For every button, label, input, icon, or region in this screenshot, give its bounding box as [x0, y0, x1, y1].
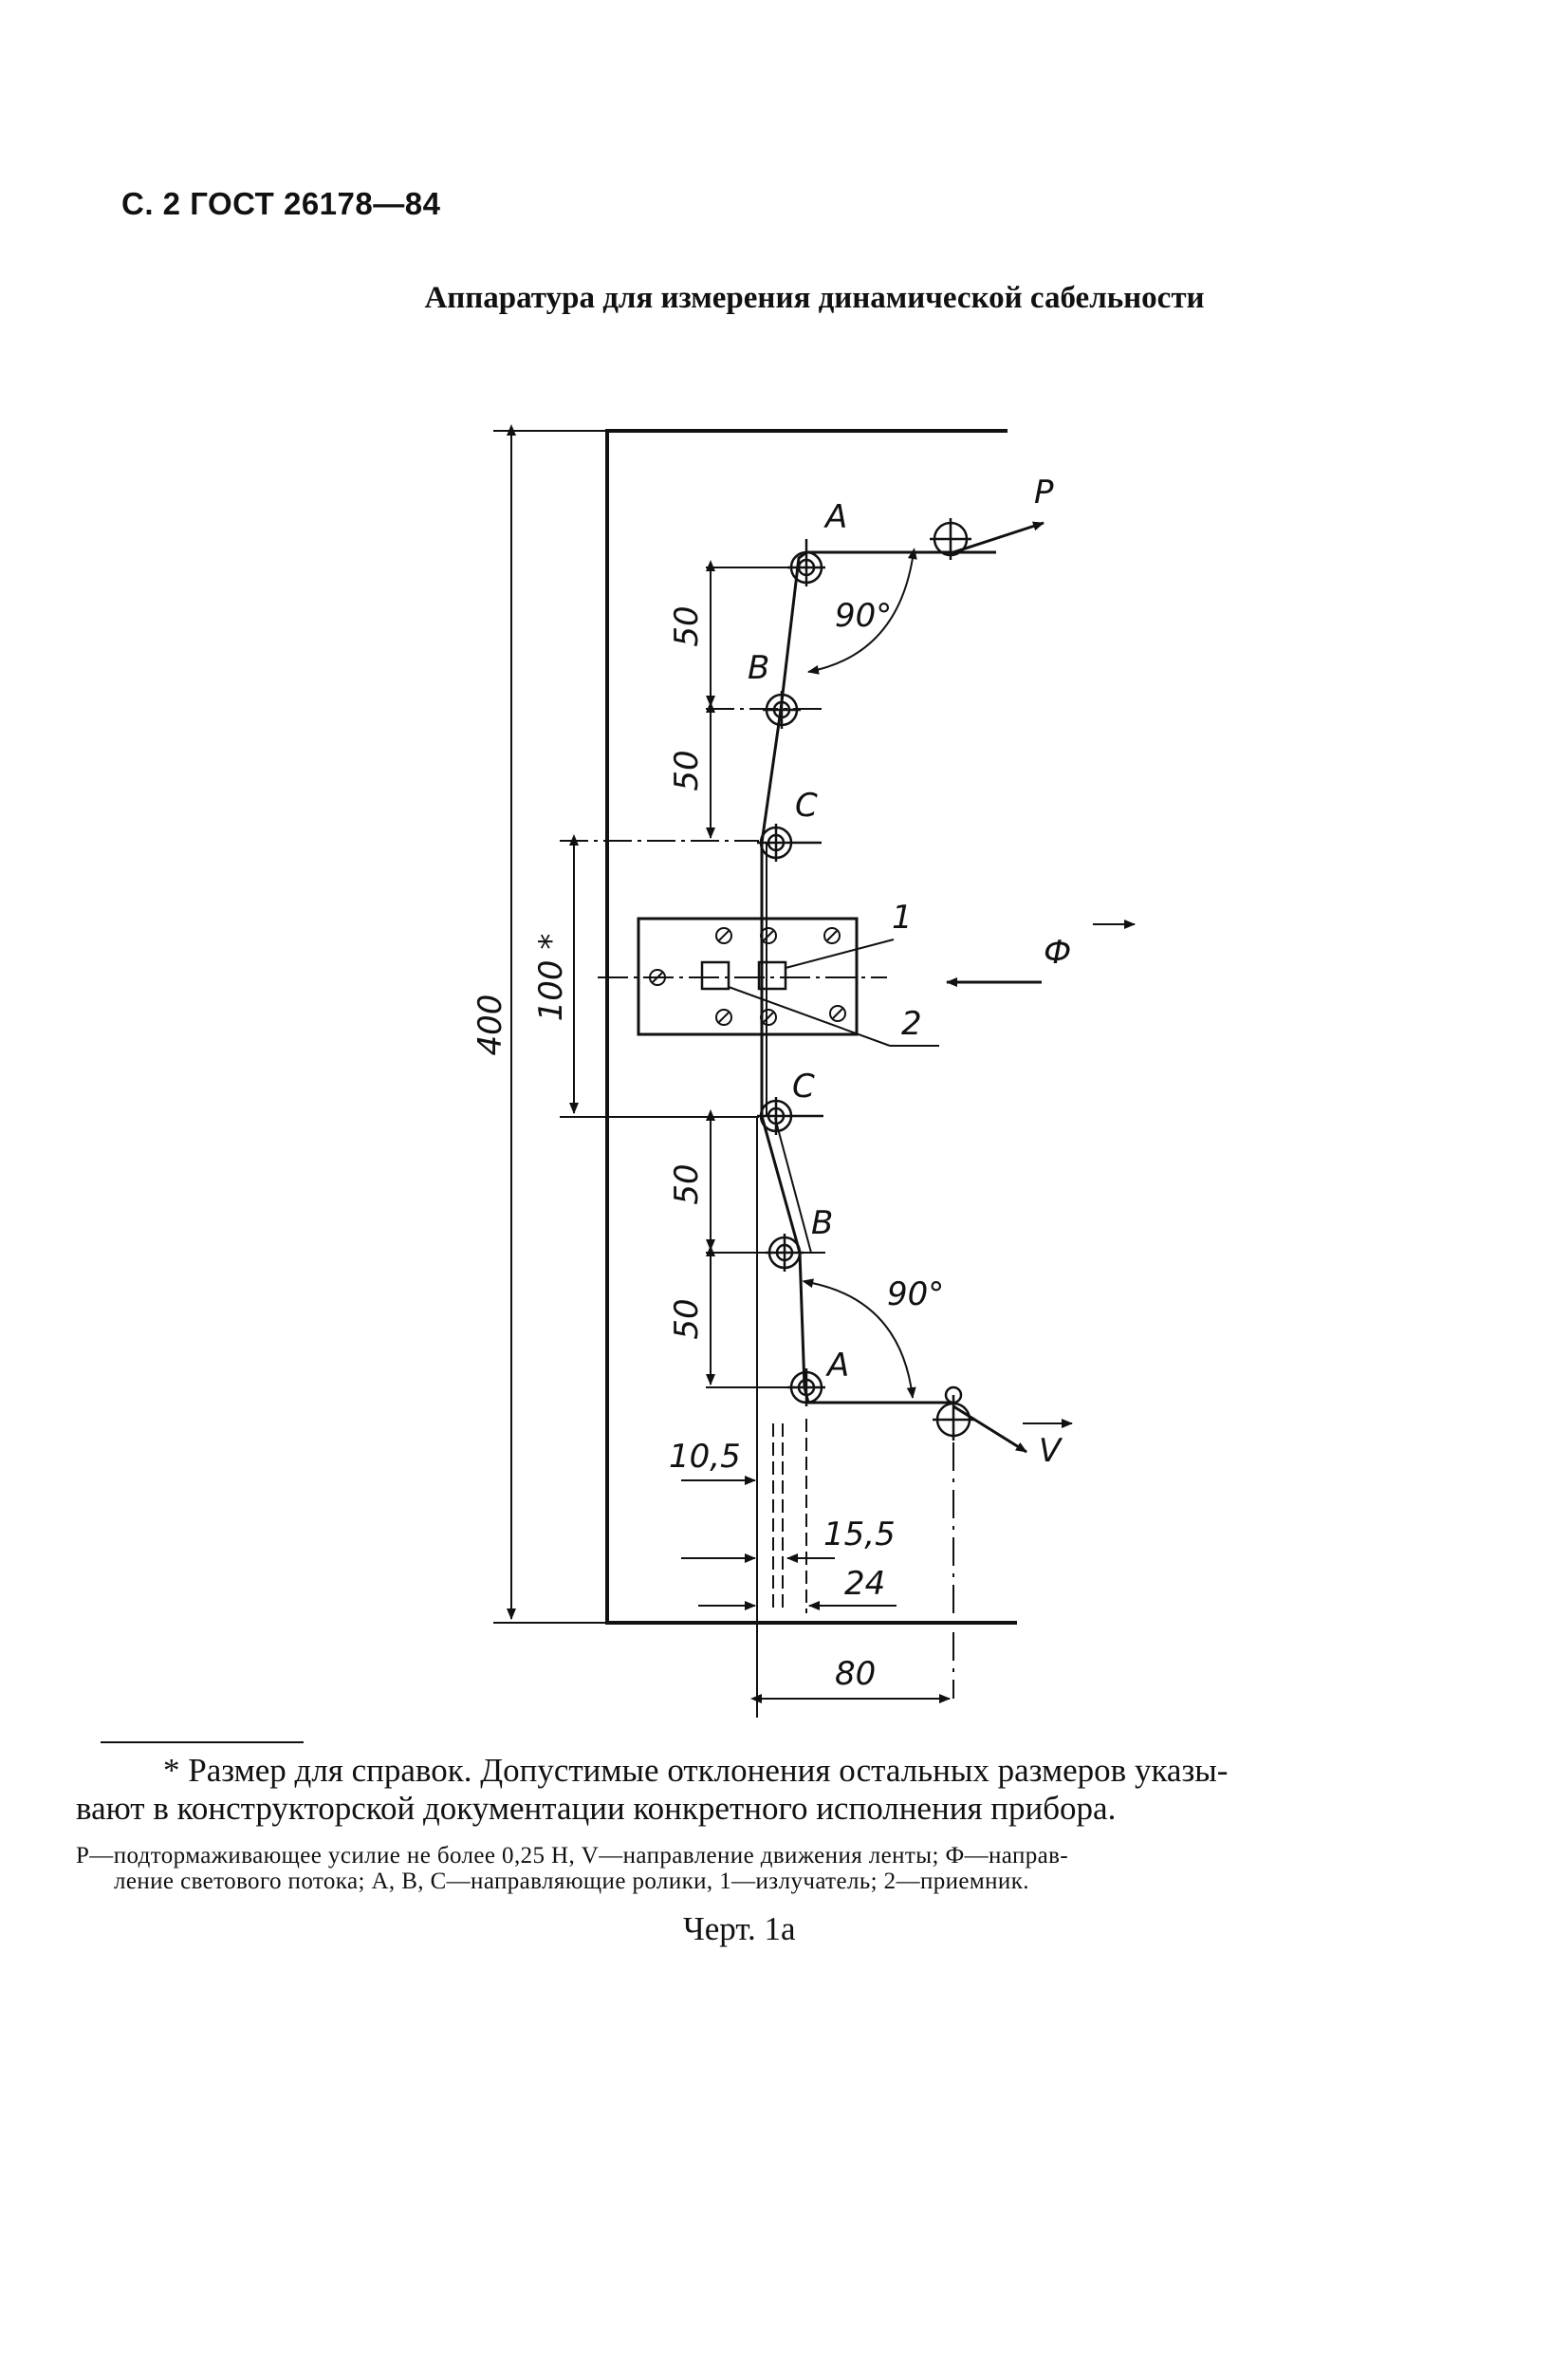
label-velocity: V	[1039, 1432, 1063, 1470]
dim-400-label: 400	[471, 995, 509, 1056]
label-roller-c-top: С	[795, 787, 818, 825]
figure-caption: Черт. 1а	[683, 1910, 796, 1947]
force-arrow	[952, 521, 1045, 554]
label-angle-bottom: 90°	[887, 1275, 944, 1313]
page-header: С. 2 ГОСТ 26178—84	[121, 186, 441, 221]
legend-line-1: P—подтормаживающее усилие не более 0,25 …	[76, 1843, 1069, 1869]
label-force: P	[1034, 474, 1054, 511]
roller-a-bottom	[787, 1368, 825, 1406]
footnote-line-1: * Размер для справок. Допустимые отклоне…	[163, 1752, 1229, 1789]
label-roller-c-bottom: С	[792, 1068, 815, 1106]
roller-b-bottom	[766, 1234, 804, 1272]
tension-roller-top	[930, 518, 971, 560]
legend-line-2: ление светового потока; А, В, С—направля…	[114, 1869, 1029, 1894]
roller-c-bottom	[757, 1097, 823, 1135]
label-part-1: 1	[892, 899, 913, 937]
dim-15-5-label: 15,5	[823, 1515, 896, 1553]
dim-50-label-1: 50	[668, 605, 706, 646]
angle-arc-bottom	[802, 1278, 916, 1399]
roller-a-top	[787, 539, 825, 586]
dim-50-label-3: 50	[668, 1163, 706, 1204]
velocity-arrow	[952, 1404, 1027, 1454]
label-flux: Ф	[1044, 934, 1071, 972]
sensor-block	[637, 917, 859, 1036]
receiver	[757, 960, 787, 991]
footnote-rule	[101, 1741, 304, 1743]
dim-80-label: 80	[835, 1655, 876, 1693]
dim-50-label-2: 50	[668, 750, 706, 790]
roller-b-top	[763, 691, 801, 729]
dim-24-label: 24	[844, 1565, 885, 1603]
footnote-line-2: вают в конструкторской документации конк…	[76, 1790, 1117, 1827]
label-roller-b-top: В	[748, 649, 769, 687]
label-roller-a-top: А	[823, 498, 847, 536]
label-angle-top: 90°	[835, 597, 892, 635]
label-roller-b-bottom: В	[811, 1204, 833, 1242]
tension-roller-bottom	[933, 1385, 974, 1441]
roller-c-top	[757, 824, 822, 862]
label-roller-a-bottom: А	[825, 1347, 849, 1385]
emitter	[700, 960, 730, 991]
dim-50-label-4: 50	[668, 1298, 706, 1339]
figure-title: Аппаратура для измерения динамической са…	[424, 281, 1205, 315]
label-part-2: 2	[901, 1005, 922, 1043]
angle-arc-top	[807, 548, 917, 675]
dim-100-label: 100 *	[532, 934, 570, 1022]
dim-10-5-label: 10,5	[669, 1438, 741, 1476]
